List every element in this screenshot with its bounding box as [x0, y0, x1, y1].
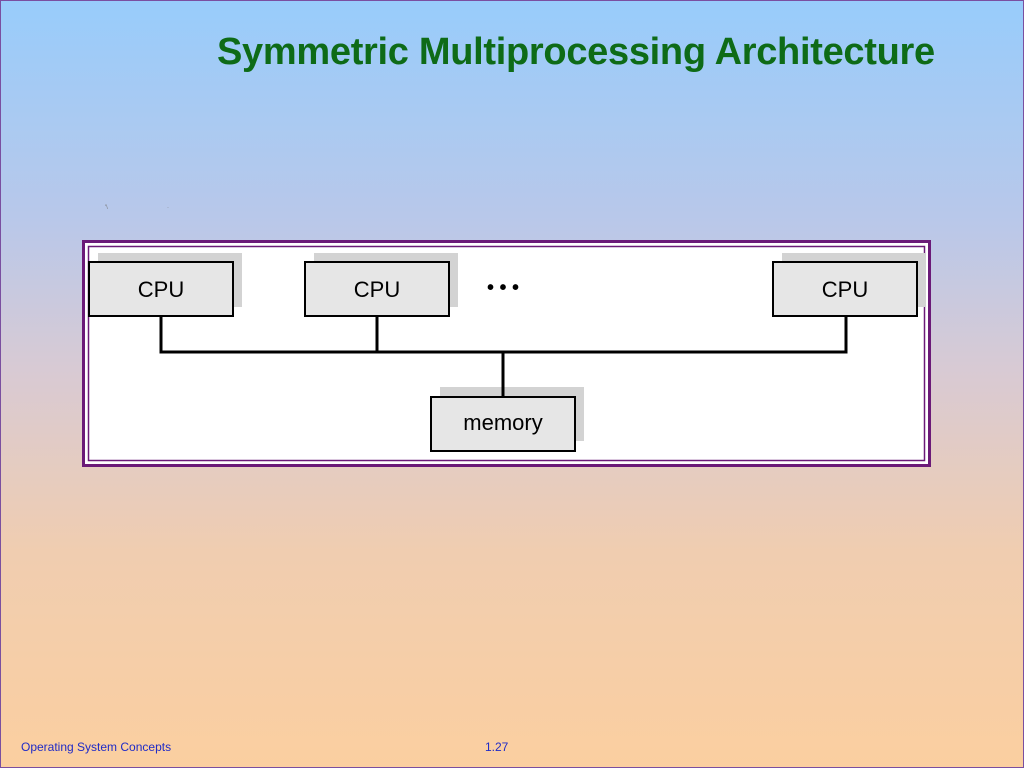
diagram-frame-inner [87, 245, 926, 462]
stray-mark: · [167, 205, 169, 211]
cpu-box: CPU [88, 261, 234, 317]
cpu-label: CPU [138, 277, 184, 302]
cpu-label: CPU [354, 277, 400, 302]
memory-box: memory [430, 396, 576, 452]
memory-label: memory [463, 410, 542, 435]
slide-title: Symmetric Multiprocessing Architecture [217, 31, 935, 73]
cpu-box: CPU [772, 261, 918, 317]
cpu-label: CPU [822, 277, 868, 302]
cpu-box: CPU [304, 261, 450, 317]
stray-mark: '\ [105, 205, 108, 211]
ellipsis: • • • [487, 277, 519, 299]
smp-diagram: CPU CPU CPU • • • memory [82, 240, 931, 467]
footer-page-number: 1.27 [485, 740, 509, 754]
footer-course-title: Operating System Concepts [21, 740, 172, 754]
